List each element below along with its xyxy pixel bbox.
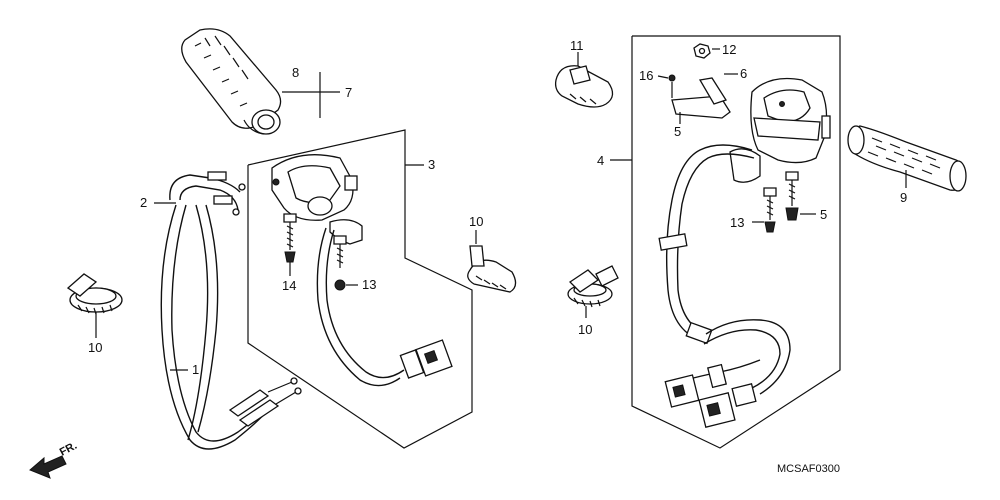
left-switch-wire-harness [316,227,453,387]
screw-13-left [333,235,347,291]
callout-1: 1 [192,362,199,377]
callout-11: 11 [570,38,584,53]
right-switch-wire-harness [658,144,791,429]
callout-7: 7 [345,85,352,100]
switch-bracket [668,74,731,119]
band-clip-left [66,273,123,315]
callout-4: 4 [597,153,604,168]
switch-assembly-left-outline [247,129,473,449]
nut-12 [693,43,711,59]
switch-assembly-right-outline [631,35,841,449]
callout-leader-8-7 [282,72,340,118]
callout-9: 9 [900,190,907,205]
callout-14: 14 [282,278,296,293]
diagram-code: MCSAF0300 [777,463,840,475]
callout-8: 8 [292,65,299,80]
right-switch-housing [729,77,831,183]
front-marker-label: FR. [58,440,79,459]
callout-5-top: 5 [674,124,681,139]
right-grip [847,125,967,192]
callout-10-middle: 10 [469,214,483,229]
callout-13-left: 13 [362,277,376,292]
callout-2: 2 [140,195,147,210]
screw-14 [283,213,297,263]
screw-5 [785,171,799,221]
left-switch-housing [271,154,363,245]
callout-10-left: 10 [88,340,102,355]
callout-13-right: 13 [730,215,744,230]
left-throttle-grip [181,28,282,135]
callout-10-right: 10 [578,322,592,337]
screw-13-right [763,187,777,233]
front-direction-arrow [29,455,67,479]
throttle-cables [160,171,302,450]
callout-3: 3 [428,157,435,172]
band-clip-top [554,65,614,108]
callout-6: 6 [740,66,747,81]
callout-5-right: 5 [820,207,827,222]
band-clip-middle [467,245,517,293]
callout-16: 16 [639,68,653,83]
band-clip-right [567,265,619,308]
leader-16 [657,75,669,79]
callout-12: 12 [722,42,736,57]
